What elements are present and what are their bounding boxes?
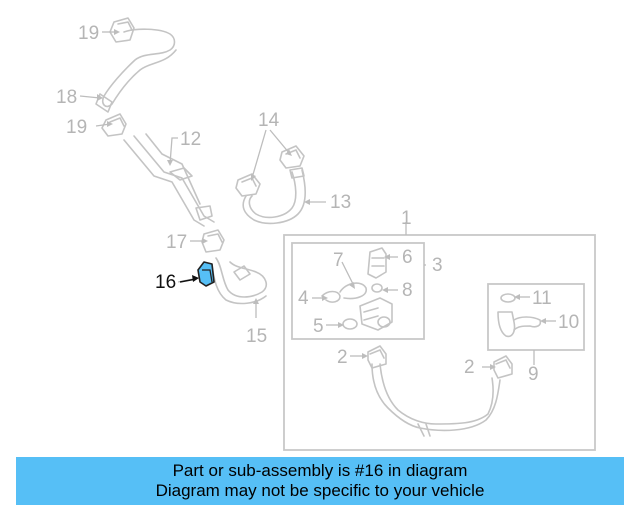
banner-line-part: Part or sub-assembly is #16 in diagram bbox=[172, 461, 468, 480]
callout-16[interactable]: 16 bbox=[155, 272, 176, 293]
callout-9: 9 bbox=[528, 364, 539, 385]
callout-18: 18 bbox=[56, 87, 77, 108]
gasket-4 bbox=[321, 290, 341, 303]
clamp-16-highlighted[interactable] bbox=[197, 261, 215, 287]
callout-13: 13 bbox=[330, 192, 351, 213]
callout-11: 11 bbox=[532, 288, 552, 309]
arrow-heads bbox=[97, 29, 546, 370]
o-ring-5 bbox=[342, 318, 358, 330]
pipe-12 bbox=[123, 133, 215, 227]
banner-line-disclaimer: Diagram may not be specific to your vehi… bbox=[155, 481, 485, 500]
valve-body bbox=[359, 297, 393, 331]
callout-14: 14 bbox=[258, 110, 280, 131]
callout-10: 10 bbox=[558, 312, 579, 333]
callout-6: 6 bbox=[402, 247, 413, 268]
hose-15 bbox=[211, 257, 268, 305]
clamp-2-right bbox=[493, 355, 513, 379]
arrow-head-16 bbox=[192, 275, 199, 282]
lower-hose bbox=[371, 363, 501, 437]
callout-17: 17 bbox=[166, 232, 187, 253]
assembly-box-1 bbox=[283, 234, 596, 451]
callout-19-top: 19 bbox=[78, 23, 99, 44]
o-ring-11 bbox=[500, 293, 516, 303]
housing-6 bbox=[367, 247, 387, 279]
assembly-box-3 bbox=[291, 242, 425, 340]
info-banner: Part or sub-assembly is #16 in diagram D… bbox=[16, 457, 624, 505]
clamp-14-right bbox=[279, 145, 305, 169]
callout-2-right: 2 bbox=[464, 357, 475, 378]
assembly-box-9 bbox=[487, 283, 585, 351]
upper-hose-18 bbox=[95, 28, 177, 113]
callout-12: 12 bbox=[180, 129, 201, 150]
pipe-10 bbox=[497, 311, 542, 338]
clamp-19-lower bbox=[101, 113, 127, 137]
clamp-2-left bbox=[367, 345, 387, 369]
callout-19-lower: 19 bbox=[66, 117, 87, 138]
o-ring-8 bbox=[371, 283, 383, 293]
hose-13 bbox=[242, 167, 307, 225]
callout-7: 7 bbox=[333, 250, 344, 271]
callout-3: 3 bbox=[432, 255, 443, 276]
callout-15: 15 bbox=[246, 326, 267, 347]
callout-8: 8 bbox=[402, 280, 413, 301]
clamp-14-left bbox=[235, 173, 261, 197]
callout-2-left: 2 bbox=[337, 347, 348, 368]
gasket-7 bbox=[339, 282, 367, 300]
callout-1: 1 bbox=[401, 208, 412, 229]
callout-5: 5 bbox=[313, 316, 324, 337]
callout-4: 4 bbox=[298, 288, 309, 309]
